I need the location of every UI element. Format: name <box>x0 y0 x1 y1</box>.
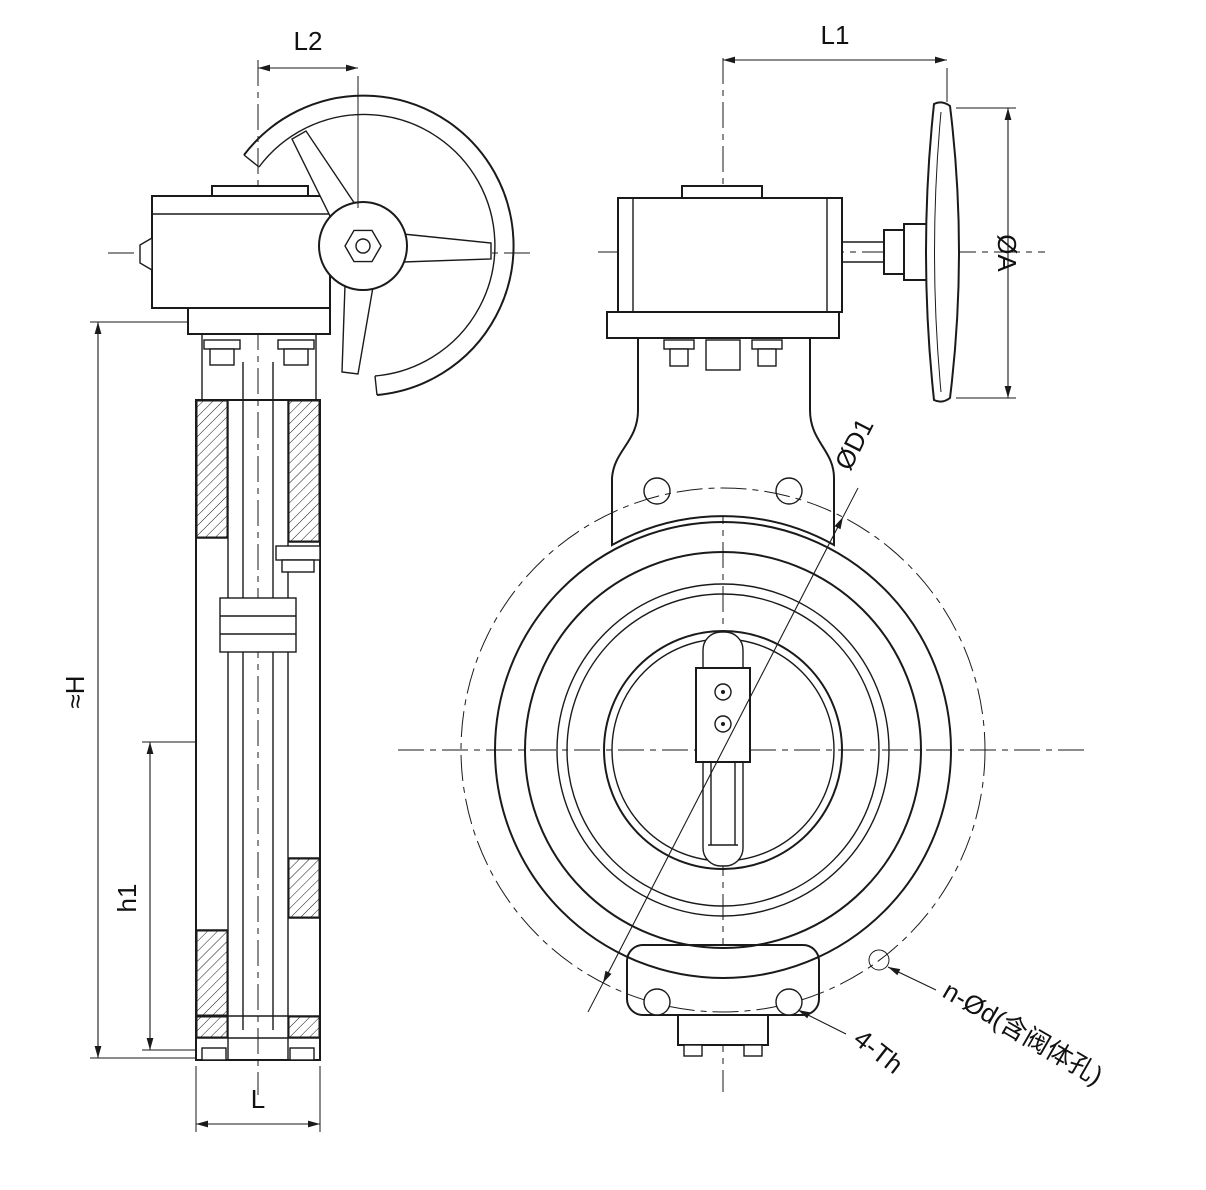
bracket-bolt-left <box>203 339 241 350</box>
dim-l1: L1 <box>723 20 948 102</box>
handwheel-top-view <box>243 94 515 396</box>
packing-nut <box>219 597 297 653</box>
dim-h: ≈H <box>60 321 196 1059</box>
valve-body-side <box>195 362 321 1061</box>
handwheel-spoke <box>341 284 374 375</box>
foot <box>289 1047 315 1061</box>
bolt-hole-mark <box>868 949 890 971</box>
gearbox-front <box>606 185 843 371</box>
dim-label-l2: L2 <box>294 26 323 56</box>
input-shaft <box>139 236 153 272</box>
dim-h1: h1 <box>112 741 196 1051</box>
lug-hole <box>643 477 671 505</box>
dim-label-h: ≈H <box>60 675 90 708</box>
bracket-bolt-right <box>277 339 315 350</box>
plate-bolt <box>751 339 783 350</box>
bolt-circle <box>460 487 986 1013</box>
neck-front <box>611 337 835 547</box>
dim-label-h1: h1 <box>112 884 142 913</box>
dim-l2: L2 <box>258 26 359 208</box>
mount-plate-front <box>606 311 840 339</box>
lug-hole <box>775 477 803 505</box>
dim-label-l1: L1 <box>821 20 850 50</box>
plate-bolt <box>663 339 695 350</box>
dim-label-oa: ØA <box>992 234 1022 272</box>
label-nod: n-Ød(含阀体孔) <box>938 975 1108 1091</box>
leader-nod: n-Ød(含阀体孔) <box>868 949 1108 1091</box>
stem-boss <box>705 339 741 371</box>
bottom-foot <box>677 1014 769 1057</box>
leader-4th: 4-Th <box>797 1009 909 1080</box>
lug-hole <box>775 988 803 1016</box>
mount-plate-side <box>187 307 331 400</box>
left-view: L2 ≈H h1 L <box>60 26 535 1132</box>
hatch-section <box>288 400 320 542</box>
dim-label-l: L <box>251 1084 265 1114</box>
stem-block <box>695 667 751 763</box>
handwheel-spoke <box>402 233 492 263</box>
gland-flange <box>275 545 321 561</box>
handwheel-rim-outer <box>243 94 515 396</box>
handwheel-rim-inner <box>258 113 496 377</box>
dim-l: L <box>195 1066 321 1132</box>
hatch-section <box>196 400 228 538</box>
dim-label-od1: ØD1 <box>828 413 879 474</box>
hatch-section <box>196 1016 228 1038</box>
right-view: L1 ØA ØD1 4-Th n-Ød(含阀体孔) <box>398 20 1108 1092</box>
hatch-section <box>288 1016 320 1038</box>
hatch-section <box>196 930 228 1016</box>
gearbox-side <box>139 185 331 309</box>
label-4th: 4-Th <box>848 1023 909 1080</box>
hatch-section <box>288 858 320 918</box>
handwheel-side-view <box>842 101 960 403</box>
foot <box>201 1047 227 1061</box>
wheel-rim-profile <box>925 101 960 403</box>
dim-oa: ØA <box>956 107 1022 399</box>
shaft-collar <box>883 229 905 275</box>
lug-hole <box>643 988 671 1016</box>
